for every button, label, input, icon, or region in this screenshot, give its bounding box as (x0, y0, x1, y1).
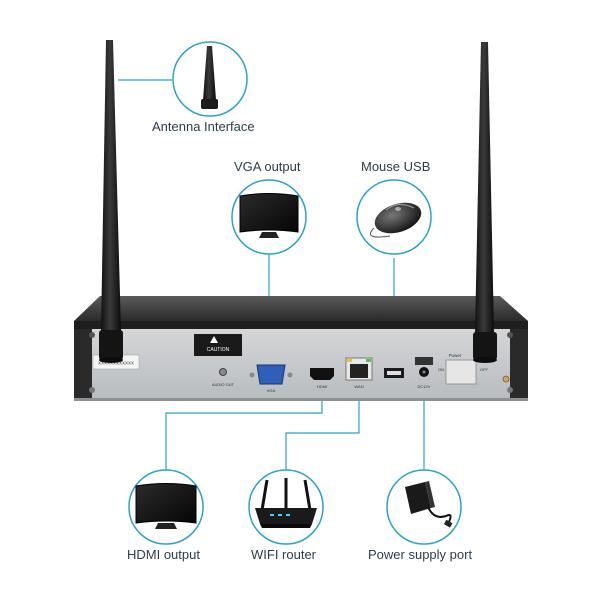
antenna-icon (201, 46, 218, 109)
vga-port-label: VGA (267, 388, 276, 393)
audio-out-label: AUDIO OUT (212, 382, 235, 387)
vga-output-label: VGA output (234, 159, 301, 174)
right-antenna (473, 42, 497, 363)
switch-off-label: OFF (480, 367, 489, 372)
power-adapter-icon (405, 481, 453, 528)
mouse-icon (370, 202, 422, 238)
wifi-router-label: WIFI router (251, 547, 317, 562)
antenna-interface-label: Antenna Interface (152, 119, 255, 134)
mouse-usb-label: Mouse USB (361, 159, 431, 174)
wan-connector (285, 383, 360, 470)
hdmi-output-label: HDMI output (127, 547, 200, 562)
caution-label: CAUTION (207, 347, 230, 353)
switch-on-label: ON (438, 367, 444, 372)
nvr-device: XXXXXXXXXXXX CAUTION AUDIO OUT VGA HDMI … (74, 296, 528, 401)
dc-port-label: DC12V (418, 384, 431, 389)
wan-port-label: WAN (354, 384, 363, 389)
callout-circles (128, 41, 462, 545)
router-icon (255, 478, 317, 528)
left-antenna (99, 40, 123, 363)
power-supply-port-label: Power supply port (368, 547, 473, 562)
connector-lines (118, 79, 425, 470)
hdmi-port-label: HDMI (317, 384, 327, 389)
hdmi-monitor-icon (135, 483, 197, 529)
sticker-code: XXXXXXXXXXXX (98, 361, 134, 366)
monitor-icon (239, 193, 299, 238)
power-switch-label: Power (449, 353, 462, 358)
